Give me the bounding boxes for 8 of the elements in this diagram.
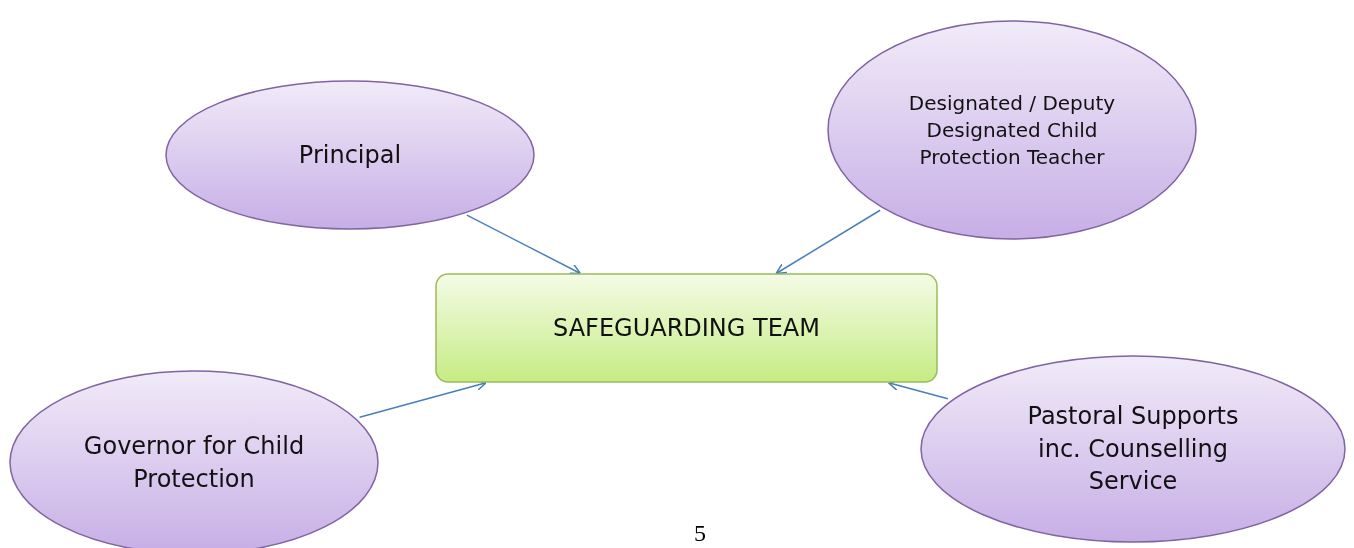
- node-label: Principal: [297, 139, 403, 171]
- node-label: Designated / Deputy Designated Child Protection Teacher: [907, 89, 1117, 171]
- page-number: 5: [693, 520, 707, 547]
- node-label: Governor for Child Protection: [82, 431, 306, 495]
- arrow: [775, 209, 881, 275]
- node-label: Pastoral Supports inc. Counselling Service: [1026, 401, 1240, 498]
- arrow: [466, 214, 582, 275]
- node-label: SAFEGUARDING TEAM: [552, 312, 821, 344]
